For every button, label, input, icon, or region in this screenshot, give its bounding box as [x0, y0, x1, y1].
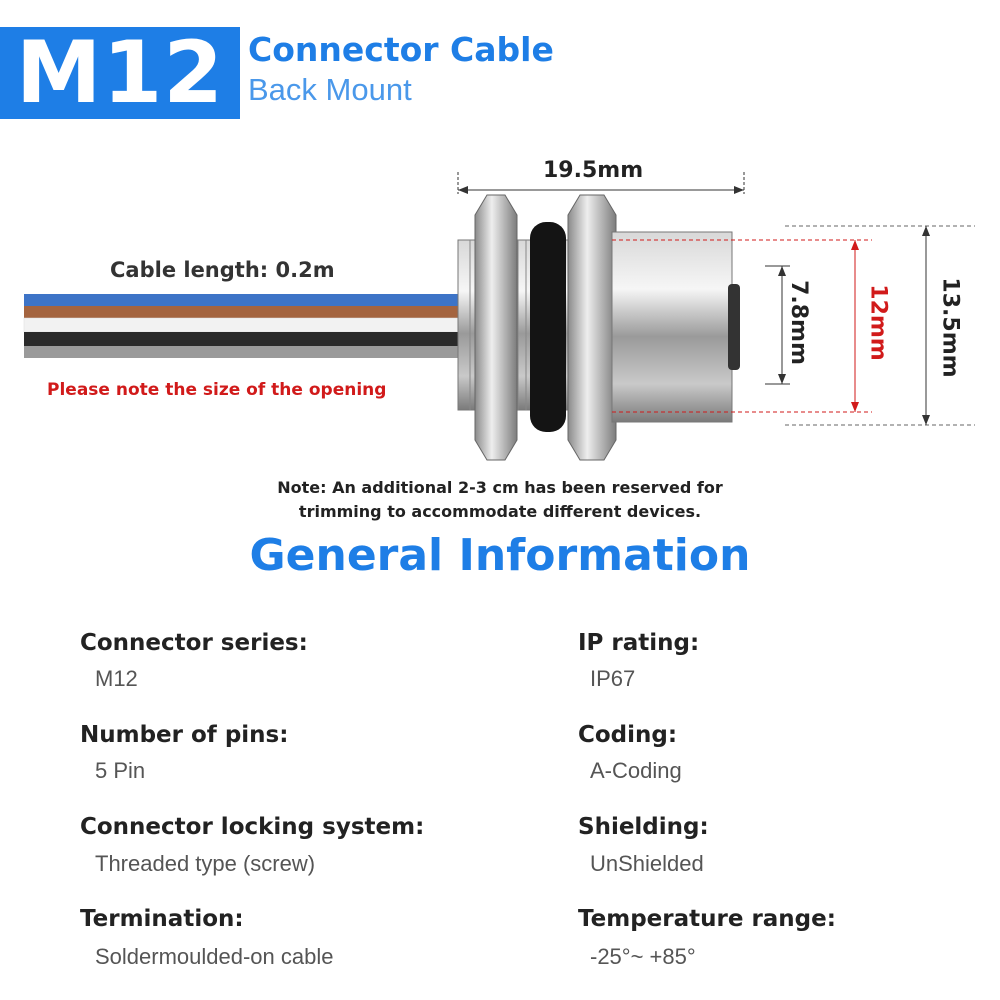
- hex-nut-left: [474, 194, 518, 461]
- spec-label-ip-rating: IP rating:: [578, 630, 700, 656]
- trim-note: Note: An additional 2-3 cm has been rese…: [200, 476, 800, 524]
- front-sleeve: [611, 231, 733, 423]
- spec-value-temperature: -25°~ +85°: [590, 944, 696, 969]
- badge-text: M12: [15, 23, 225, 123]
- section-title: General Information: [249, 530, 751, 581]
- wire-1: [24, 294, 464, 306]
- spec-label-termination: Termination:: [80, 906, 244, 932]
- spec-value-coding: A-Coding: [590, 758, 682, 783]
- spec-value-termination: Soldermoulded-on cable: [95, 944, 334, 969]
- spec-label-locking-system: Connector locking system:: [80, 814, 425, 840]
- spec-label-number-of-pins: Number of pins:: [80, 722, 289, 748]
- outer-dimension-label: 13.5mm: [937, 277, 963, 378]
- product-subtitle: Back Mount: [248, 72, 412, 107]
- spec-value-shielding: UnShielded: [590, 851, 704, 876]
- width-dimension-label: 19.5mm: [543, 158, 644, 183]
- spec-label-coding: Coding:: [578, 722, 678, 748]
- wire-3: [23, 317, 465, 333]
- spec-value-connector-series: M12: [95, 666, 138, 691]
- face-ring: [728, 284, 740, 370]
- o-ring: [530, 222, 566, 432]
- cable-wires: [23, 294, 465, 358]
- spec-value-ip-rating: IP67: [590, 666, 636, 691]
- wire-2: [24, 306, 464, 318]
- note-line-1: Note: An additional 2-3 cm has been rese…: [277, 478, 723, 497]
- spec-value-locking-system: Threaded type (screw): [95, 851, 316, 876]
- opening-warning: Please note the size of the opening: [47, 380, 387, 400]
- spec-label-shielding: Shielding:: [578, 814, 709, 840]
- title-badge: [0, 27, 240, 119]
- cable-length-label: Cable length: 0.2m: [110, 258, 335, 282]
- product-title: Connector Cable: [248, 30, 554, 69]
- opening-dimension-label: 12mm: [865, 284, 891, 361]
- note-line-2: trimming to accommodate different device…: [298, 502, 702, 521]
- hex-nut-right: [567, 194, 617, 461]
- inner-dimension-label: 7.8mm: [785, 280, 811, 365]
- wire-4: [24, 332, 464, 346]
- spec-label-connector-series: Connector series:: [80, 630, 308, 656]
- spec-value-number-of-pins: 5 Pin: [95, 758, 146, 783]
- spec-label-temperature: Temperature range:: [578, 906, 836, 932]
- wire-5: [24, 346, 464, 358]
